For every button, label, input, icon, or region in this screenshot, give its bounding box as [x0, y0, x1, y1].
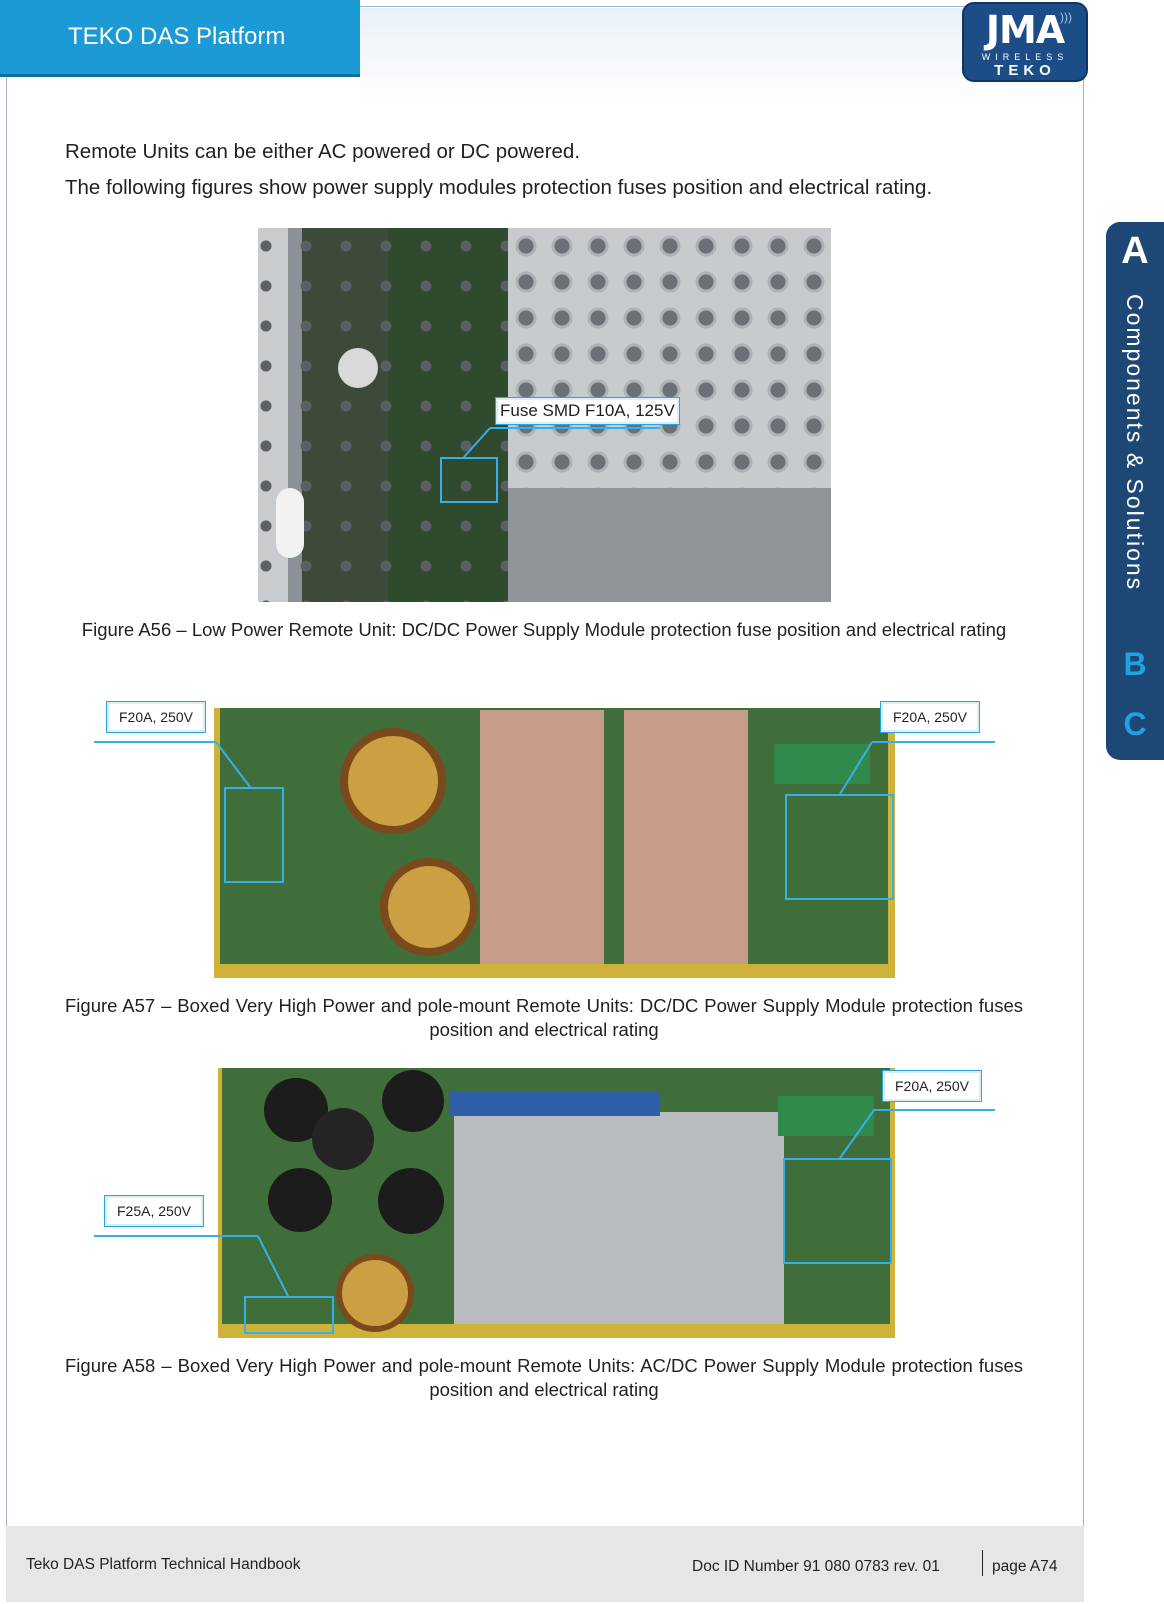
- section-label: Components & Solutions: [1122, 294, 1148, 592]
- section-letter-c[interactable]: C: [1123, 706, 1147, 742]
- footer-handbook-title: Teko DAS Platform Technical Handbook: [26, 1556, 301, 1573]
- header-title: TEKO DAS Platform: [0, 0, 360, 74]
- signal-icon: ))): [1060, 10, 1072, 24]
- footer-page-number: page A74: [992, 1558, 1058, 1575]
- section-letter-b[interactable]: B: [1123, 646, 1147, 682]
- header-background: [360, 8, 1082, 108]
- callout-fuse-smd: Fuse SMD F10A, 125V: [495, 397, 680, 425]
- fuse-highlight-box-right: [785, 794, 894, 900]
- callout-fuse-f25a: F25A, 250V: [104, 1195, 204, 1227]
- ac-dc-power-supply-photo: [218, 1068, 895, 1338]
- figure-a56-caption: Figure A56 – Low Power Remote Unit: DC/D…: [81, 619, 1007, 640]
- page-footer: Teko DAS Platform Technical Handbook Doc…: [6, 1526, 1084, 1602]
- footer-doc-id: Doc ID Number 91 080 0783 rev. 01: [692, 1558, 940, 1575]
- figure-a57-caption: Figure A57 – Boxed Very High Power and p…: [65, 995, 1023, 1040]
- figure-a58-caption: Figure A58 – Boxed Very High Power and p…: [65, 1355, 1023, 1400]
- callout-fuse-right: F20A, 250V: [880, 701, 980, 733]
- fuse-highlight-box: [440, 457, 498, 503]
- footer-divider: [982, 1550, 983, 1576]
- intro-line-1: Remote Units can be either AC powered or…: [65, 140, 581, 163]
- dc-dc-power-supply-photo: [214, 708, 895, 978]
- fuse-highlight-box-left: [224, 787, 284, 883]
- jma-teko-logo: ))) JMA WIRELESS TEKO: [962, 2, 1088, 82]
- callout-fuse-f20a: F20A, 250V: [882, 1070, 982, 1102]
- logo-wireless-text: WIRELESS: [981, 52, 1069, 62]
- section-side-tab: A Components & Solutions B C: [1106, 222, 1164, 760]
- callout-fuse-left: F20A, 250V: [106, 701, 206, 733]
- low-power-remote-unit-photo: [258, 228, 831, 602]
- logo-teko-text: TEKO: [994, 62, 1056, 79]
- intro-line-2: The following figures show power supply …: [65, 176, 933, 199]
- section-letter-a[interactable]: A: [1121, 230, 1149, 272]
- fuse-highlight-box-bottom-a58: [244, 1296, 334, 1334]
- logo-main-text: JMA: [985, 8, 1065, 52]
- fuse-highlight-box-right-a58: [783, 1158, 892, 1264]
